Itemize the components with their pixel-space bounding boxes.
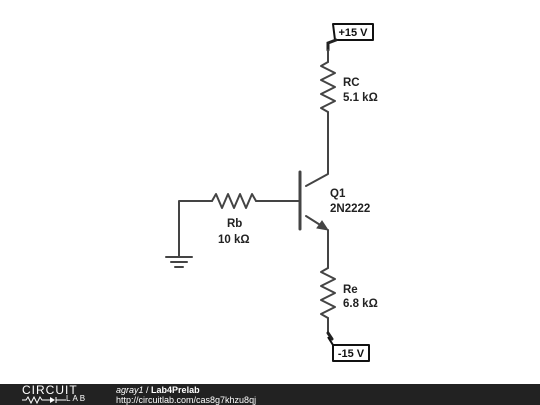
re-value-label: 6.8 kΩ bbox=[343, 298, 378, 310]
q1-part-label: 2N2222 bbox=[330, 203, 370, 215]
author-name[interactable]: agray1 bbox=[116, 385, 144, 395]
logo-lab-text: LAB bbox=[66, 394, 88, 403]
q1-name-label: Q1 bbox=[330, 188, 346, 200]
circuit-title[interactable]: Lab4Prelab bbox=[151, 385, 200, 395]
rb-name-label: Rb bbox=[227, 218, 242, 230]
negative-rail-text: -15 V bbox=[338, 348, 365, 360]
meta-separator: / bbox=[143, 385, 152, 395]
rc-resistor[interactable] bbox=[305, 49, 336, 187]
ground-symbol-icon bbox=[165, 256, 193, 268]
negative-rail-label[interactable]: -15 V bbox=[326, 331, 370, 362]
logo-circuit-mark-icon bbox=[22, 396, 66, 404]
circuit-schematic: +15 V RC 5.1 kΩ Q1 2N2222 Rb 10 kΩ Re 6.… bbox=[165, 23, 378, 362]
circuit-url-link[interactable]: http://circuitlab.com/cas8g7khzu8qj bbox=[116, 395, 257, 405]
rc-value-label: 5.1 kΩ bbox=[343, 92, 378, 104]
emitter-arrow-icon bbox=[316, 220, 330, 231]
rb-resistor[interactable] bbox=[178, 193, 301, 258]
positive-rail-text: +15 V bbox=[338, 27, 368, 39]
re-resistor[interactable] bbox=[320, 229, 336, 334]
circuitlab-logo-icon[interactable]: CIRCUIT LAB bbox=[22, 383, 104, 404]
re-name-label: Re bbox=[343, 284, 358, 296]
logo-circuit-text: CIRCUIT bbox=[22, 383, 78, 397]
footer-bar: CIRCUIT LAB agray1 / Lab4Prelab http://c… bbox=[0, 384, 540, 405]
circuit-meta: agray1 / Lab4Prelab bbox=[116, 385, 200, 395]
rb-value-label: 10 kΩ bbox=[218, 234, 250, 246]
rc-name-label: RC bbox=[343, 77, 360, 89]
positive-rail-label[interactable]: +15 V bbox=[326, 23, 374, 52]
